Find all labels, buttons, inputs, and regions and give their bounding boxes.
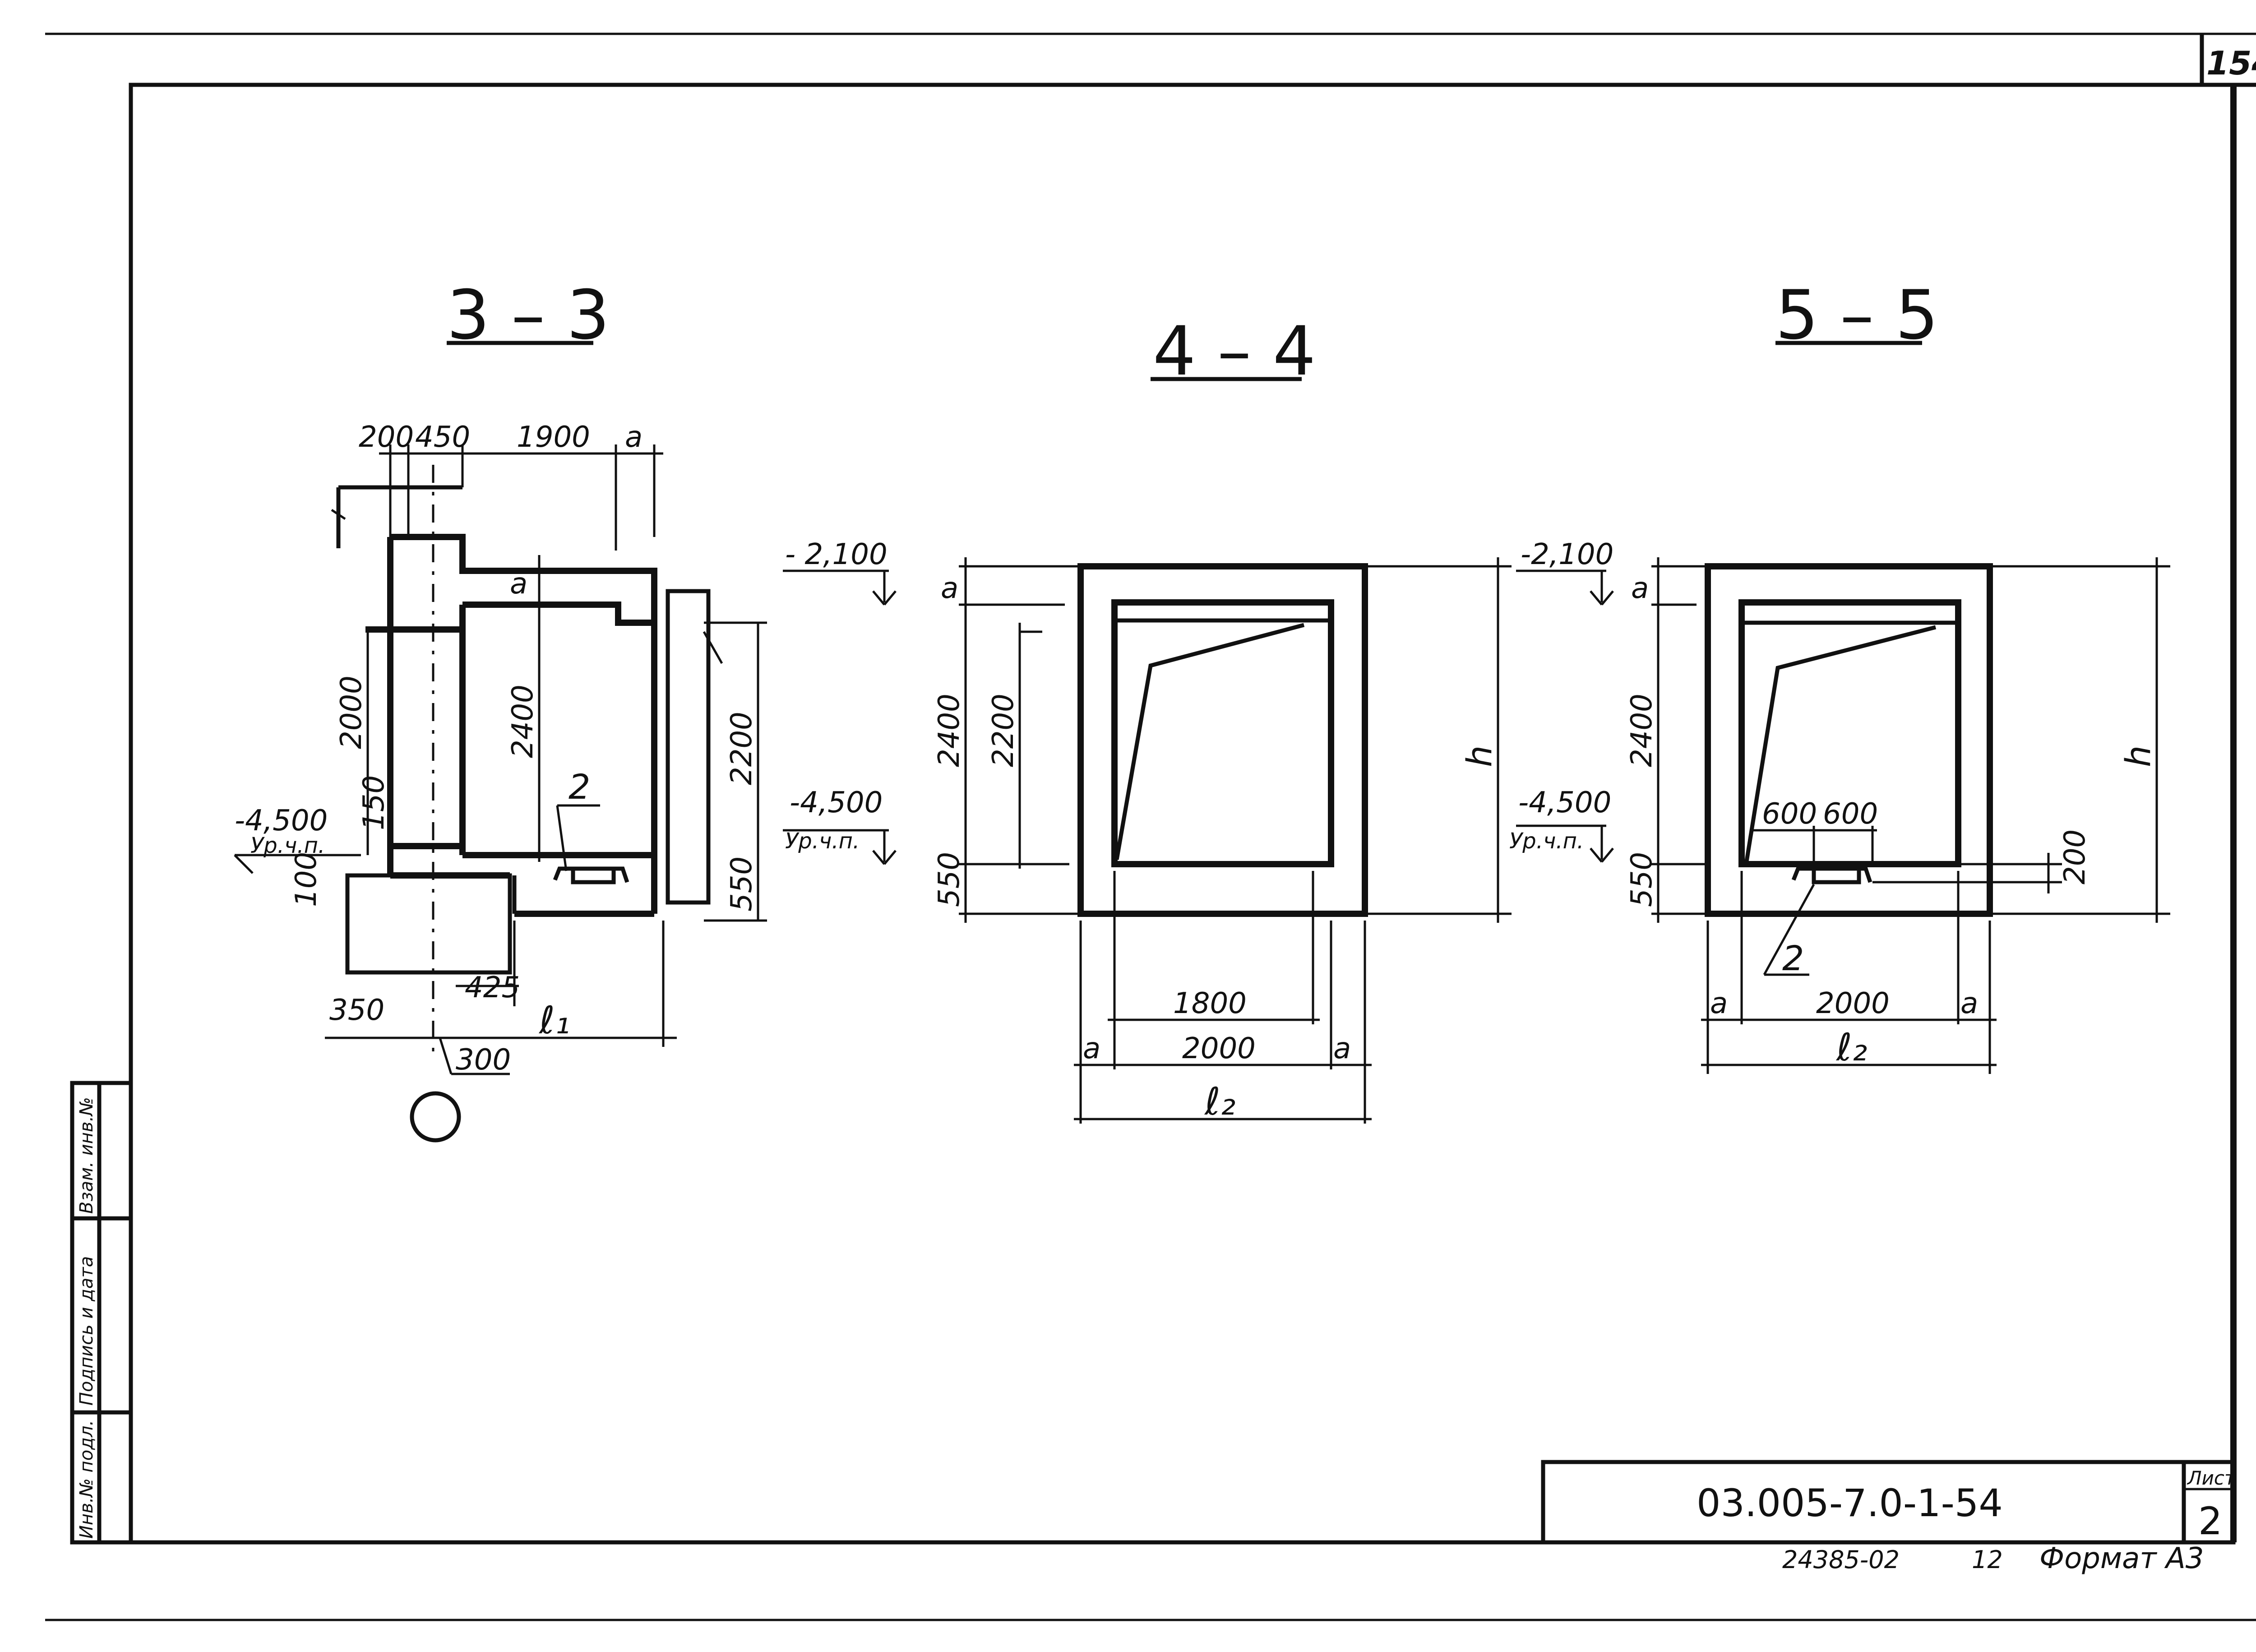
level-label: Ур.ч.п. bbox=[785, 828, 860, 854]
page-number: 154 bbox=[2206, 44, 2256, 82]
dim-2400: 2400 bbox=[933, 694, 966, 767]
dim-600-right: 600 bbox=[1823, 797, 1878, 831]
dim-2000: 2000 bbox=[1816, 987, 1890, 1020]
sheet-number: 2 bbox=[2198, 1499, 2222, 1543]
side-stamp bbox=[70, 1081, 133, 1545]
level-label: Ур.ч.п. bbox=[1509, 828, 1584, 854]
stamp-replace-inv: Взам. инв.№ bbox=[76, 1097, 97, 1214]
dim-2000: 2000 bbox=[335, 676, 368, 749]
dim-300: 300 bbox=[456, 1043, 511, 1077]
callout-2: 2 bbox=[569, 767, 590, 807]
dim-550: 550 bbox=[933, 852, 966, 907]
dim-425: 425 bbox=[465, 971, 520, 1004]
dim-100: 100 bbox=[290, 852, 323, 907]
level-bottom: -4,500 bbox=[1518, 786, 1611, 819]
dim-a: a bbox=[510, 567, 527, 601]
dim-a-left: a bbox=[1710, 987, 1728, 1020]
footer-format: Формат А3 bbox=[2039, 1542, 2204, 1575]
level-top: -2,100 bbox=[1521, 538, 1613, 571]
dim-h: h bbox=[1459, 745, 1499, 767]
footer-inventory: 24385-02 bbox=[1782, 1546, 1900, 1574]
dim-l2: ℓ₂ bbox=[1835, 1025, 1867, 1069]
dim-a-top: a bbox=[625, 421, 643, 454]
dim-1900: 1900 bbox=[517, 421, 590, 454]
dim-2000: 2000 bbox=[1182, 1032, 1256, 1065]
title-block bbox=[1541, 1460, 2236, 1545]
dim-550: 550 bbox=[725, 856, 758, 912]
section-5-5: 5 – 5 -2,100 bbox=[1509, 276, 2170, 1074]
dim-a-top: a bbox=[941, 572, 958, 605]
stamp-inv-orig: Инв.№ подл. bbox=[76, 1420, 97, 1539]
footer-number: 12 bbox=[1972, 1546, 2003, 1574]
dim-200: 200 bbox=[2058, 829, 2092, 884]
dim-2200: 2200 bbox=[725, 712, 758, 785]
level-bottom: -4,500 bbox=[790, 786, 883, 819]
sheet-label: Лист bbox=[2187, 1467, 2236, 1489]
dim-2400: 2400 bbox=[1625, 694, 1659, 767]
stamp-sign-date: Подпись и дата bbox=[76, 1256, 97, 1406]
dim-a-left: a bbox=[1083, 1032, 1100, 1065]
sheet-frame bbox=[45, 32, 2256, 1621]
dim-450: 450 bbox=[415, 421, 470, 454]
level-label: Ур.ч.п. bbox=[250, 833, 325, 858]
level-top: - 2,100 bbox=[785, 538, 888, 571]
dim-a-right: a bbox=[1333, 1032, 1351, 1065]
dim-a-right: a bbox=[1960, 987, 1978, 1020]
dim-1800: 1800 bbox=[1173, 987, 1247, 1020]
callout-2: 2 bbox=[1782, 938, 1804, 978]
dim-l2: ℓ₂ bbox=[1204, 1079, 1235, 1124]
section-3-3: 3 – 3 bbox=[234, 276, 767, 1143]
level-minus-4500: -4,500 bbox=[235, 804, 328, 838]
dim-h: h bbox=[2118, 745, 2158, 767]
document-code: 03.005-7.0-1-54 bbox=[1697, 1481, 2003, 1525]
dim-550: 550 bbox=[1625, 852, 1659, 907]
section-4-4: 4 – 4 - 2,100 -4,500 Ур.ч.п. a 2 bbox=[783, 312, 1512, 1124]
dim-350: 350 bbox=[329, 994, 384, 1027]
dim-a-top: a bbox=[1631, 572, 1649, 605]
dim-600-left: 600 bbox=[1762, 797, 1817, 831]
dim-200: 200 bbox=[359, 421, 414, 454]
dim-2400: 2400 bbox=[506, 685, 540, 758]
dim-2200: 2200 bbox=[987, 694, 1020, 767]
dim-150: 150 bbox=[357, 775, 391, 830]
dim-l1: ℓ₁ bbox=[538, 998, 570, 1042]
